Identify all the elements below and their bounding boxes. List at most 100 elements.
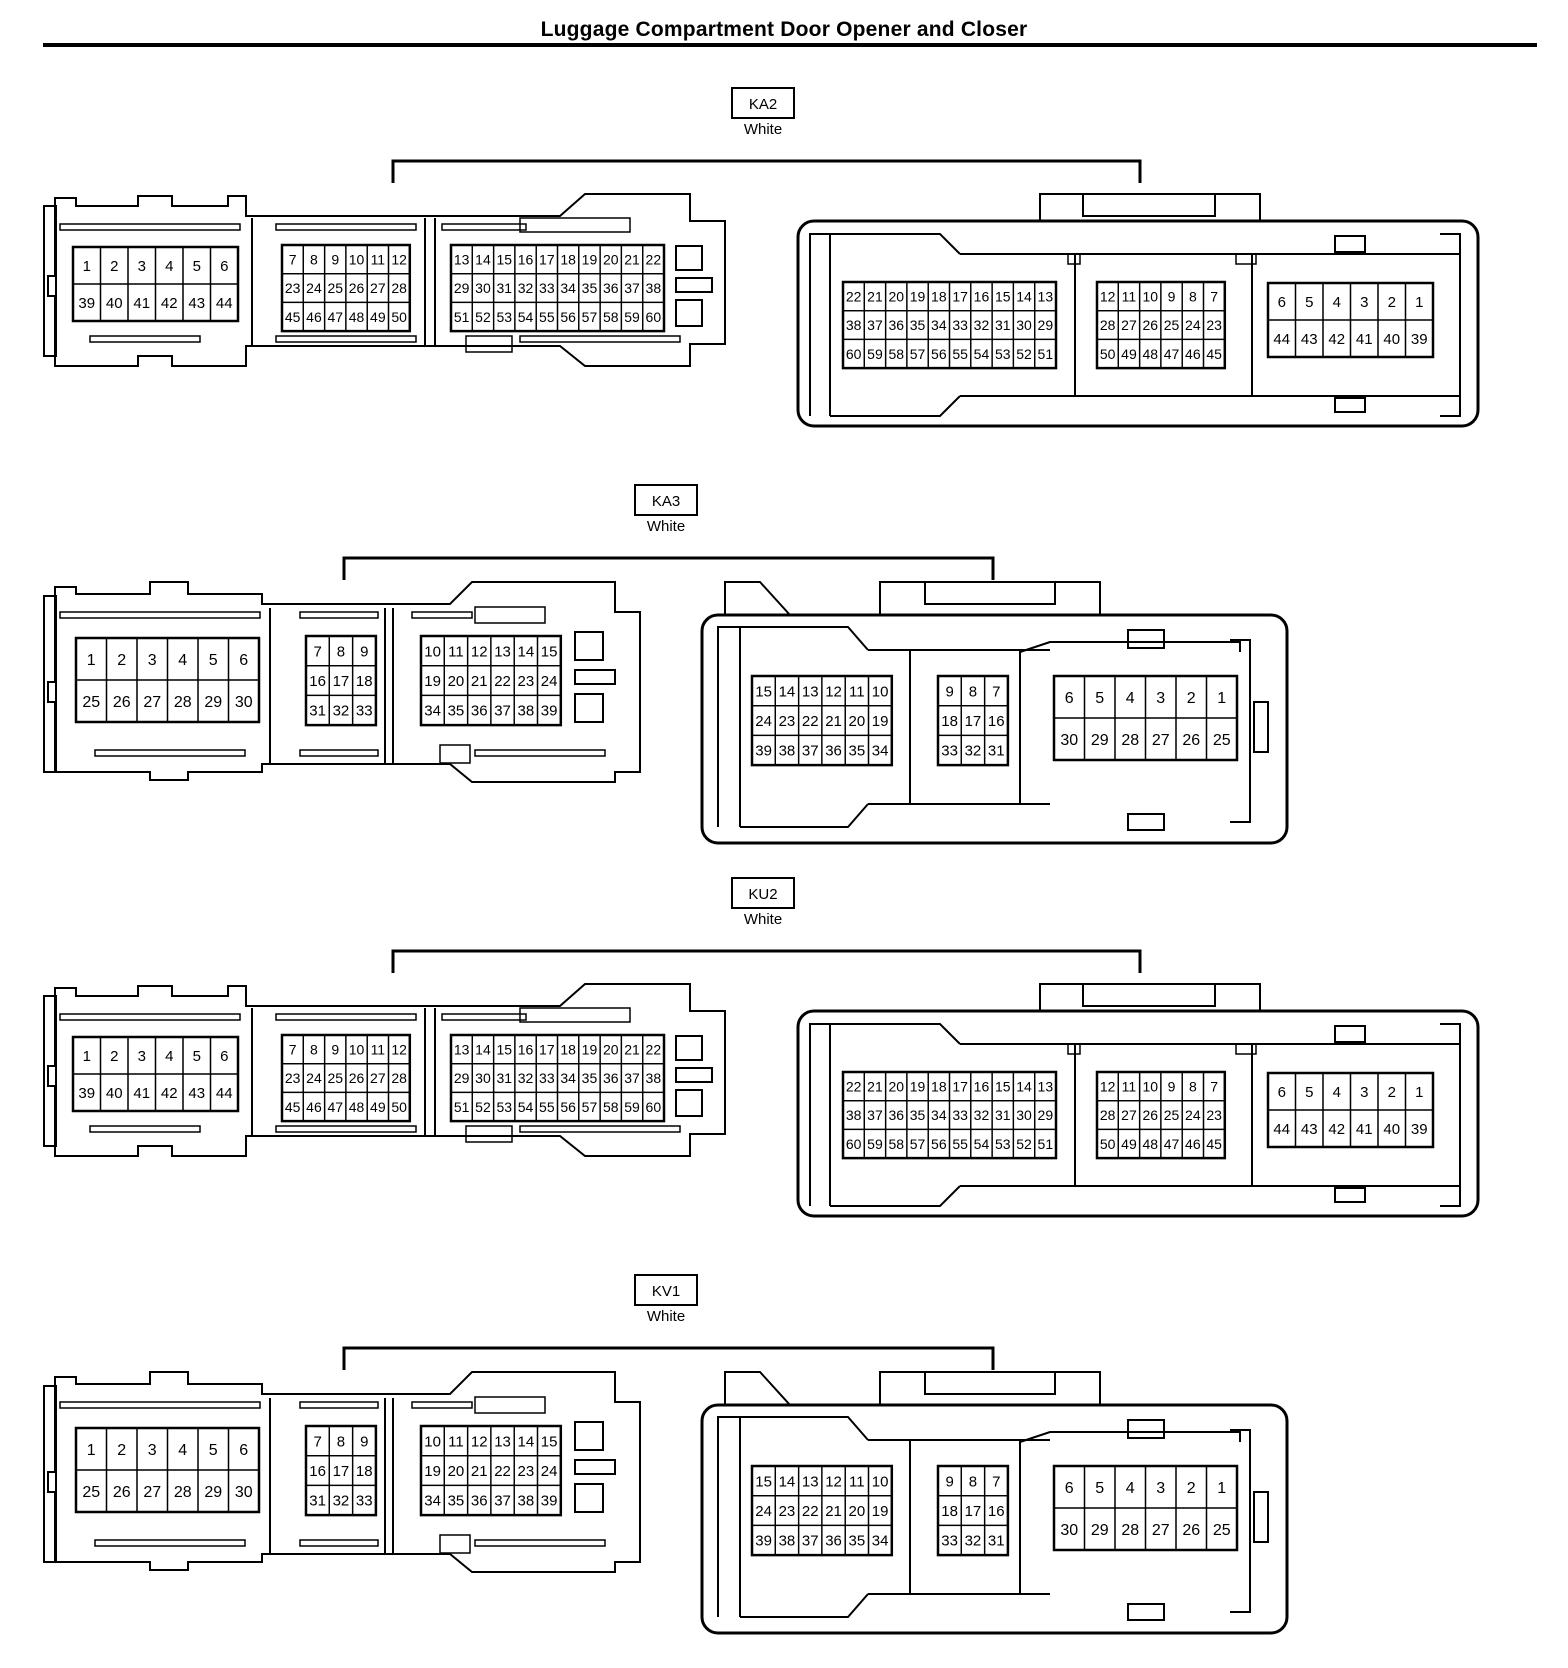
pin-number: 30 bbox=[1016, 317, 1032, 333]
pin-number: 56 bbox=[560, 1099, 576, 1115]
pin-number: 36 bbox=[888, 1107, 904, 1123]
pin-number: 37 bbox=[802, 1533, 819, 1550]
connector-id: KA2 bbox=[749, 96, 777, 113]
pin-number: 16 bbox=[974, 288, 990, 304]
pin-number: 55 bbox=[539, 309, 555, 325]
pin-number: 26 bbox=[113, 1484, 131, 1501]
pin-number: 10 bbox=[872, 1473, 889, 1490]
pin-number: 51 bbox=[454, 309, 470, 325]
pin-number: 7 bbox=[1210, 288, 1218, 304]
connector-id-box bbox=[634, 484, 698, 516]
latch-slot bbox=[59, 1013, 241, 1021]
pin-number: 32 bbox=[965, 743, 982, 760]
housing-outline bbox=[1082, 984, 1216, 1007]
pin-number: 38 bbox=[846, 317, 862, 333]
pin-number: 19 bbox=[582, 1041, 598, 1057]
key-slot bbox=[1067, 1043, 1081, 1055]
pin-number: 20 bbox=[448, 1463, 465, 1480]
key-slot bbox=[1253, 701, 1269, 753]
pin-number: 11 bbox=[849, 1473, 865, 1490]
pin-number: 30 bbox=[235, 694, 253, 711]
pin-cell bbox=[351, 694, 377, 726]
latch-slot bbox=[89, 1125, 201, 1133]
pin-number: 26 bbox=[1182, 732, 1200, 749]
connector-id: KV1 bbox=[652, 1283, 680, 1300]
pin-number: 27 bbox=[1152, 1522, 1170, 1539]
pin-number: 33 bbox=[356, 703, 373, 720]
pin-number: 16 bbox=[309, 673, 326, 690]
latch-slot bbox=[299, 1401, 379, 1409]
pin-number: 19 bbox=[424, 1463, 441, 1480]
pin-number: 4 bbox=[165, 258, 173, 275]
pin-number: 50 bbox=[1100, 1136, 1116, 1152]
pin-number: 1 bbox=[1217, 1480, 1226, 1497]
pin-number: 7 bbox=[313, 1433, 321, 1450]
latch-slot bbox=[299, 611, 379, 619]
pin-number: 25 bbox=[82, 1484, 100, 1501]
connector-color: White bbox=[647, 518, 685, 535]
pin-number: 27 bbox=[370, 1070, 386, 1086]
pin-number: 47 bbox=[327, 1099, 343, 1115]
pin-number: 10 bbox=[424, 1433, 441, 1450]
pin-number: 26 bbox=[1142, 1107, 1158, 1123]
pin-number: 35 bbox=[910, 1107, 926, 1123]
pin-number: 5 bbox=[193, 1048, 201, 1065]
pin-cell bbox=[642, 301, 665, 332]
pin-number: 10 bbox=[349, 1041, 365, 1057]
pin-number: 50 bbox=[391, 309, 407, 325]
pin-number: 37 bbox=[624, 280, 640, 296]
pin-number: 13 bbox=[802, 1473, 819, 1490]
pin-number: 14 bbox=[518, 643, 535, 660]
pin-number: 11 bbox=[1122, 288, 1137, 304]
pin-number: 12 bbox=[1100, 288, 1116, 304]
pin-number: 36 bbox=[888, 317, 904, 333]
latch-slot bbox=[474, 749, 606, 757]
pin-number: 10 bbox=[424, 643, 441, 660]
housing-outline bbox=[809, 233, 961, 416]
pin-number: 21 bbox=[867, 1078, 883, 1094]
pin-number: 27 bbox=[370, 280, 386, 296]
pin-number: 24 bbox=[541, 673, 558, 690]
housing-outline bbox=[740, 803, 869, 828]
pin-number: 27 bbox=[1152, 732, 1170, 749]
latch-slot bbox=[94, 749, 246, 757]
pin-number: 8 bbox=[1189, 1078, 1197, 1094]
pin-number: 52 bbox=[1016, 1136, 1032, 1152]
pin-number: 4 bbox=[178, 652, 187, 669]
pin-number: 11 bbox=[1122, 1078, 1137, 1094]
pin-number: 59 bbox=[624, 309, 640, 325]
pin-number: 30 bbox=[235, 1484, 253, 1501]
pin-number: 46 bbox=[1185, 1136, 1201, 1152]
pin-number: 34 bbox=[560, 280, 576, 296]
pin-number: 18 bbox=[941, 1503, 958, 1520]
pin-number: 22 bbox=[802, 1503, 819, 1520]
pin-number: 18 bbox=[931, 288, 947, 304]
pin-number: 32 bbox=[333, 703, 350, 720]
pin-number: 4 bbox=[1333, 1084, 1341, 1101]
pin-number: 57 bbox=[582, 1099, 598, 1115]
pin-number: 57 bbox=[582, 309, 598, 325]
pin-number: 26 bbox=[1142, 317, 1158, 333]
pin-cell bbox=[387, 301, 411, 332]
pin-number: 3 bbox=[1360, 294, 1368, 311]
pin-number: 38 bbox=[518, 1493, 535, 1510]
pin-number: 6 bbox=[220, 1048, 228, 1065]
pin-number: 28 bbox=[1121, 1522, 1139, 1539]
pin-number: 32 bbox=[333, 1493, 350, 1510]
pin-number: 31 bbox=[496, 1070, 512, 1086]
pin-number: 23 bbox=[285, 1070, 301, 1086]
pin-number: 41 bbox=[1356, 1121, 1373, 1138]
housing-outline bbox=[47, 193, 726, 367]
pin-number: 18 bbox=[356, 673, 373, 690]
pin-number: 19 bbox=[582, 251, 598, 267]
housing-outline bbox=[1230, 1429, 1251, 1613]
housing-outline bbox=[47, 1371, 641, 1573]
connector-id-box bbox=[731, 87, 795, 119]
pin-number: 50 bbox=[1100, 346, 1116, 362]
pin-number: 3 bbox=[1360, 1084, 1368, 1101]
pin-number: 26 bbox=[1182, 1522, 1200, 1539]
pin-cell bbox=[1205, 717, 1238, 761]
